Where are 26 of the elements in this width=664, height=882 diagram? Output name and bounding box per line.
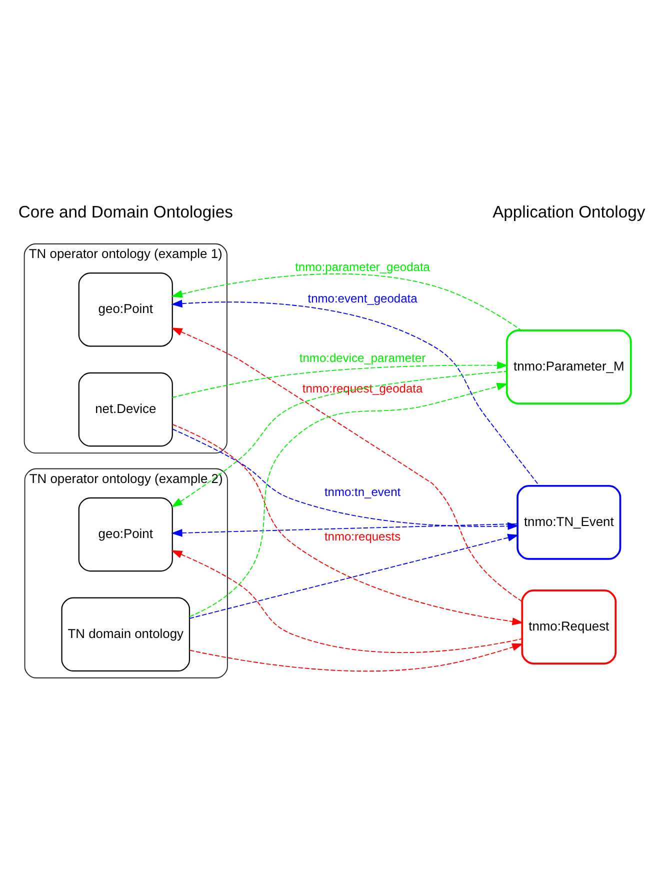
arrow xyxy=(171,300,540,486)
edge-label: tnmo:event_geodata xyxy=(308,292,418,306)
node-box: tnmo:Parameter_M xyxy=(506,330,632,404)
arrow xyxy=(172,361,508,398)
label: Application Ontology xyxy=(492,202,646,222)
node-box: tnmo:Request xyxy=(521,590,617,664)
arrow xyxy=(172,428,519,530)
arrow xyxy=(189,382,508,618)
node-box: TN domain ontology xyxy=(61,597,190,672)
edge-label: tnmo:tn_event xyxy=(324,484,401,499)
edge-label: tnmo:parameter_geodata xyxy=(295,260,430,274)
arrow xyxy=(171,273,522,331)
arrow xyxy=(171,328,522,602)
node-box: geo:Point xyxy=(78,272,173,347)
arrow xyxy=(172,424,524,626)
arrow xyxy=(171,523,518,537)
arrow xyxy=(171,370,508,508)
arrow xyxy=(189,534,519,619)
edge-label: tnmo:requests xyxy=(324,529,401,544)
node-box: geo:Point xyxy=(78,497,173,572)
arrow xyxy=(171,550,522,653)
node-box: net.Device xyxy=(78,372,173,447)
node-box: tnmo:TN_Event xyxy=(516,484,622,560)
arrow xyxy=(189,643,524,672)
label: Core and Domain Ontologies xyxy=(18,202,233,222)
edge-label: tnmo:device_parameter xyxy=(299,350,426,365)
